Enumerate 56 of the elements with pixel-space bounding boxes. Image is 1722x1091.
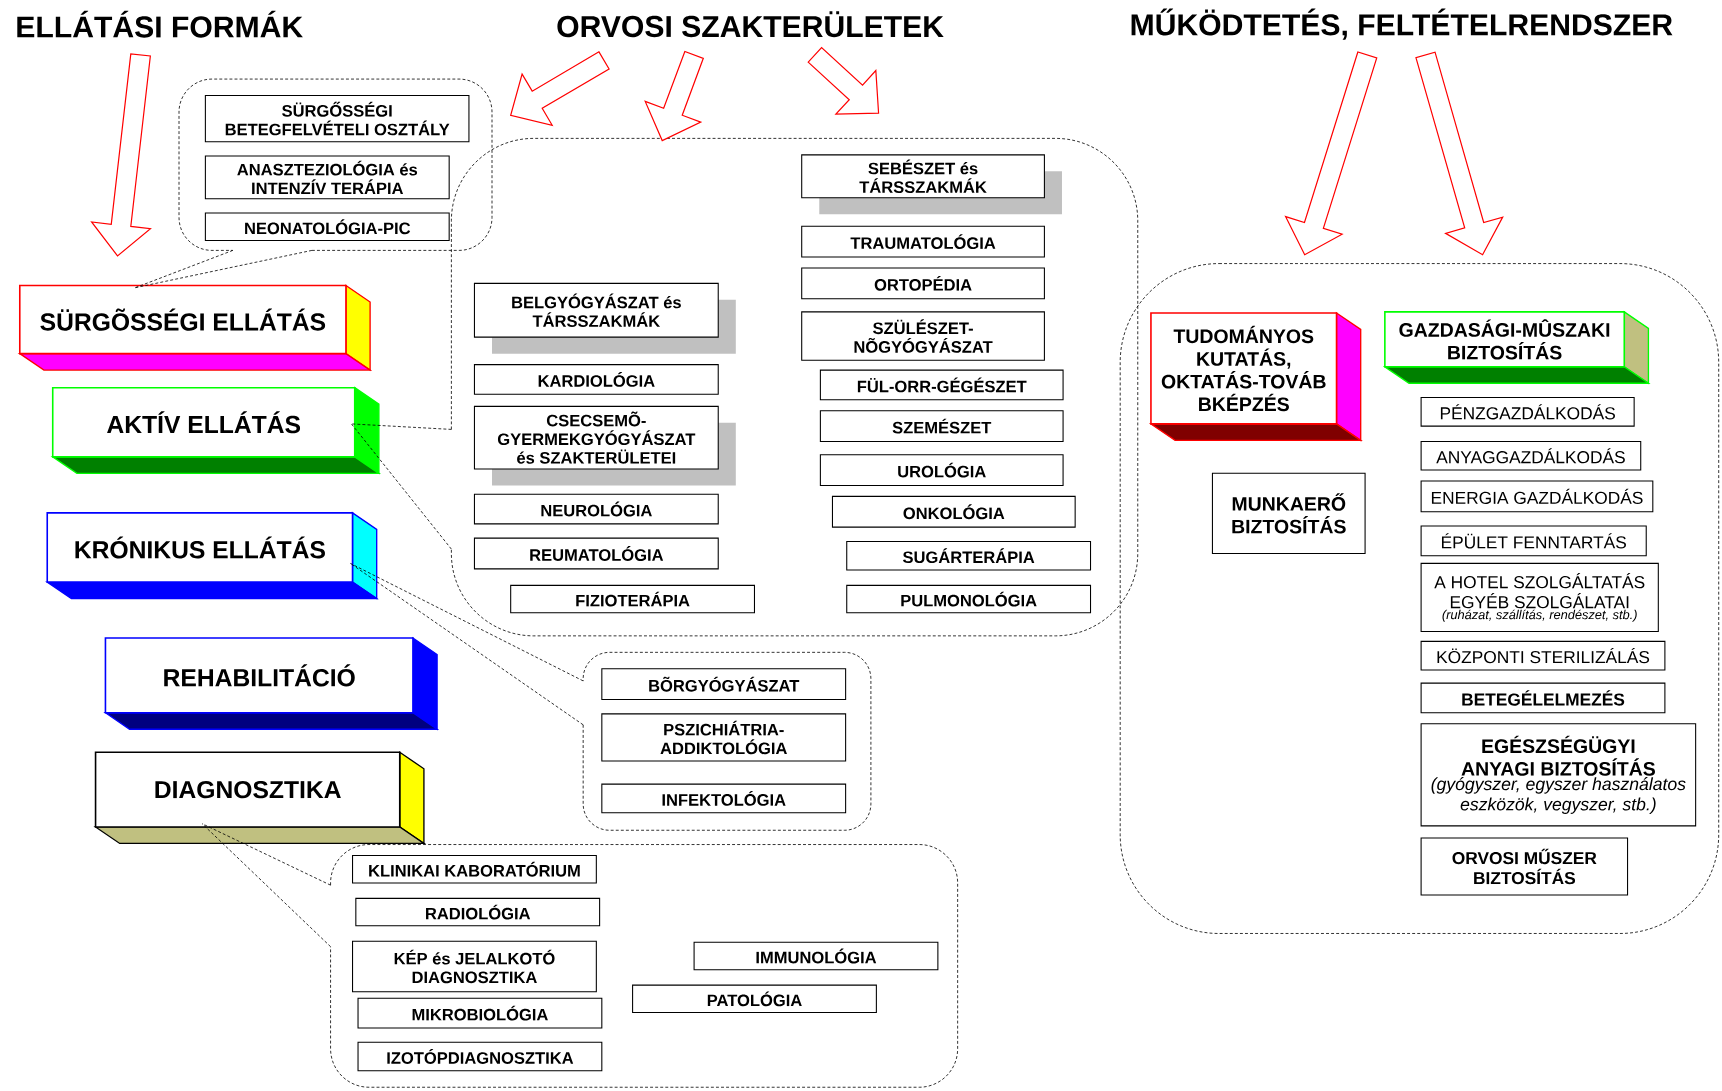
- specialty-box: ANYAGGAZDÁLKODÁS: [1420, 441, 1642, 471]
- specialty-box: NEONATOLÓGIA-PIC: [204, 212, 450, 242]
- specialty-box: INFEKTOLÓGIA: [601, 783, 847, 814]
- specialty-box: KARDIOLÓGIA: [473, 364, 719, 396]
- hollow-arrow: [1415, 51, 1504, 256]
- specialty-box: ORTOPÉDIA: [801, 267, 1045, 300]
- specialty-box: SZEMÉSZET: [819, 410, 1064, 443]
- specialty-box: A HOTEL SZOLGÁLTATÁS EGYÉB SZOLGÁLATAI (ruházat, szállítás, rendészet, stb.): [1420, 563, 1659, 633]
- hollow-arrow: [807, 47, 880, 116]
- specialty-box: PATOLÓGIA: [632, 984, 877, 1014]
- specialty-box: ONKOLÓGIA: [831, 496, 1076, 528]
- specialty-box: FIZIOTERÁPIA: [510, 585, 755, 614]
- dashed-bubble: [330, 844, 959, 1088]
- leader-line: [134, 250, 313, 289]
- heading: ORVOSI SZAKTERÜLETEK: [557, 11, 944, 38]
- specialty-box: SZÜLÉSZET- NÕGYÓGYÁSZAT: [801, 311, 1045, 361]
- dashed-bubble: [1119, 263, 1720, 935]
- leader-line: [349, 563, 584, 726]
- hollow-arrow: [1284, 51, 1378, 256]
- specialty-box: MIKROBIOLÓGIA: [357, 997, 603, 1029]
- heading: ELLÁTÁSI FORMÁK: [17, 10, 303, 38]
- specialty-box: ÉPÜLET FENNTARTÁS: [1420, 525, 1647, 557]
- specialty-box: IMMUNOLÓGIA: [693, 941, 939, 971]
- specialty-box: EGÉSZSÉGÜGYI ANYAGI BIZTOSÍTÁS (gyógyszer, egyszer használatos eszközök, vegyszer, stb.): [1420, 723, 1697, 827]
- specialty-box: KÉP és JELALKOTÓ DIAGNOSZTIKA: [352, 940, 597, 993]
- heading: MŰKÖDTETÉS, FELTÉTELRENDSZER: [1131, 8, 1673, 41]
- specialty-box: MUNKAERŐ BIZTOSÍTÁS: [1211, 473, 1366, 555]
- specialty-box: CSECSEMÕ- GYERMEKGYÓGYÁSZAT és SZAKTERÜLETEI: [473, 406, 736, 486]
- leader-line: [351, 423, 452, 550]
- leader-line: [201, 823, 331, 948]
- specialty-box: NEUROLÓGIA: [473, 493, 719, 525]
- specialty-box: BETEGÉLELMEZÉS: [1420, 682, 1666, 714]
- specialty-box: TRAUMATOLÓGIA: [801, 225, 1045, 258]
- specialty-box: BÕRGYÓGYÁSZAT: [601, 668, 847, 701]
- specialty-box: UROLÓGIA: [819, 454, 1064, 487]
- specialty-box: KÖZPONTI STERILIZÁLÁS: [1420, 641, 1666, 671]
- specialty-box: SÜRGŐSSÉGI BETEGFELVÉTELI OSZTÁLY: [204, 95, 470, 143]
- dashed-bubble: [451, 138, 1139, 637]
- specialty-box: PÉNZGAZDÁLKODÁS: [1420, 397, 1635, 427]
- specialty-box: BELGYÓGYÁSZAT és TÁRSSZAKMÁK: [473, 283, 736, 354]
- dashed-bubble: [582, 652, 872, 831]
- dashed-bubble: [178, 78, 493, 252]
- specialty-box: ANASZTEZIOLÓGIA és INTENZÍV TERÁPIA: [204, 155, 450, 200]
- specialty-box: REUMATOLÓGIA: [473, 537, 719, 570]
- hollow-arrow: [509, 51, 610, 127]
- specialty-box: ENERGIA GAZDÁLKODÁS: [1420, 480, 1654, 513]
- specialty-box: IZOTÓPDIAGNOSZTIKA: [357, 1041, 603, 1072]
- specialty-box: SEBÉSZET és TÁRSSZAKMÁK: [801, 154, 1062, 215]
- specialty-box: FÜL-ORR-GÉGÉSZET: [819, 369, 1064, 401]
- specialty-box: PULMONOLÓGIA: [846, 585, 1092, 614]
- hollow-arrow: [90, 53, 152, 257]
- specialty-box: KLINIKAI KABORATÓRIUM: [352, 855, 597, 884]
- specialty-box: RADIOLÓGIA: [355, 898, 601, 927]
- specialty-box: PSZICHIÁTRIA- ADDIKTOLÓGIA: [601, 713, 847, 762]
- specialty-box: SUGÁRTERÁPIA: [846, 541, 1092, 571]
- specialty-box: ORVOSI MŰSZER BIZTOSÍTÁS: [1420, 837, 1629, 896]
